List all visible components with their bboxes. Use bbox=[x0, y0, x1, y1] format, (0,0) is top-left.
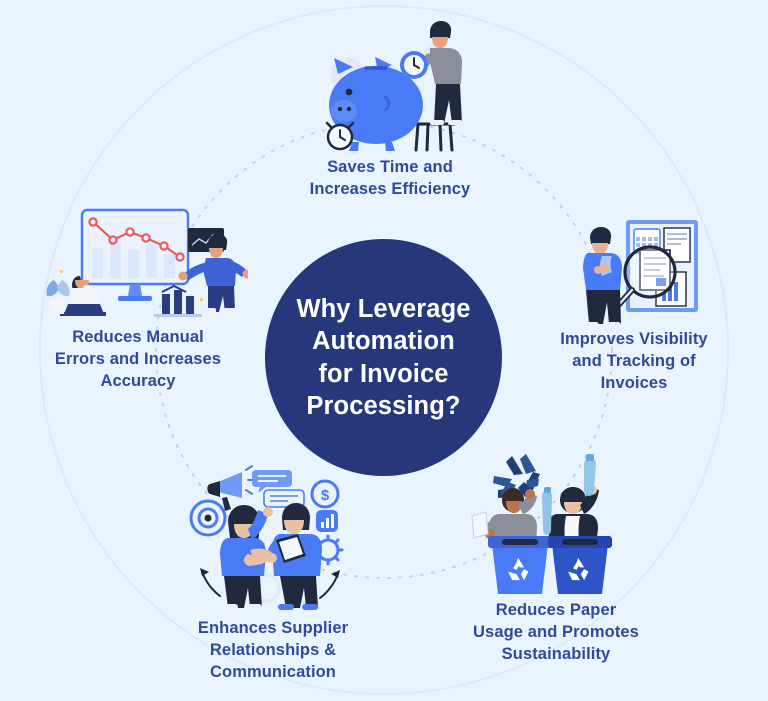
node-label-line: Invoices bbox=[600, 373, 668, 392]
svg-text:$: $ bbox=[321, 487, 330, 504]
node-label-line: Reduces Paper bbox=[495, 601, 617, 619]
center-badge: Why Leverage Automation for Invoice Proc… bbox=[265, 239, 502, 476]
magnifier-documents-illustration bbox=[583, 220, 698, 328]
center-title-line-3: for Invoice bbox=[318, 359, 449, 388]
node-label-line: Communication bbox=[210, 662, 336, 681]
node-label-line: Errors and Increases bbox=[54, 349, 222, 368]
monitor-declining-chart-illustration bbox=[46, 208, 248, 317]
center-title: Why Leverage Automation for Invoice Proc… bbox=[281, 293, 486, 423]
piggy-bank-clock-illustration bbox=[325, 21, 462, 152]
node-label-saves-time: Saves Time and Increases Efficiency bbox=[284, 157, 496, 201]
node-label-line: Improves Visibility bbox=[560, 330, 708, 348]
node-label-line: Increases Efficiency bbox=[309, 179, 471, 198]
node-label-reduces-paper: Reduces Paper Usage and Promotes Sustain… bbox=[446, 600, 666, 666]
node-label-line: Enhances Supplier bbox=[197, 619, 349, 637]
node-label-line: Accuracy bbox=[100, 371, 176, 390]
node-label-line: Sustainability bbox=[501, 644, 611, 663]
node-label-line: Reduces Manual bbox=[72, 328, 204, 346]
center-title-line-2: Automation bbox=[312, 327, 455, 356]
node-label-line: Relationships & bbox=[209, 640, 337, 659]
center-title-line-4: Processing? bbox=[306, 391, 461, 420]
center-title-line-1: Why Leverage bbox=[296, 294, 471, 323]
node-label-line: and Tracking of bbox=[572, 351, 696, 370]
recycling-bins-illustration bbox=[471, 454, 612, 594]
node-label-improves-visibility: Improves Visibility and Tracking of Invo… bbox=[528, 329, 740, 395]
handshake-communication-illustration: $ bbox=[189, 465, 344, 610]
node-label-reduces-manual-errors: Reduces Manual Errors and Increases Accu… bbox=[28, 327, 248, 393]
node-label-line: Saves Time and bbox=[327, 158, 453, 176]
node-label-enhances-supplier: Enhances Supplier Relationships & Commun… bbox=[163, 618, 383, 684]
node-label-line: Usage and Promotes bbox=[473, 622, 639, 641]
